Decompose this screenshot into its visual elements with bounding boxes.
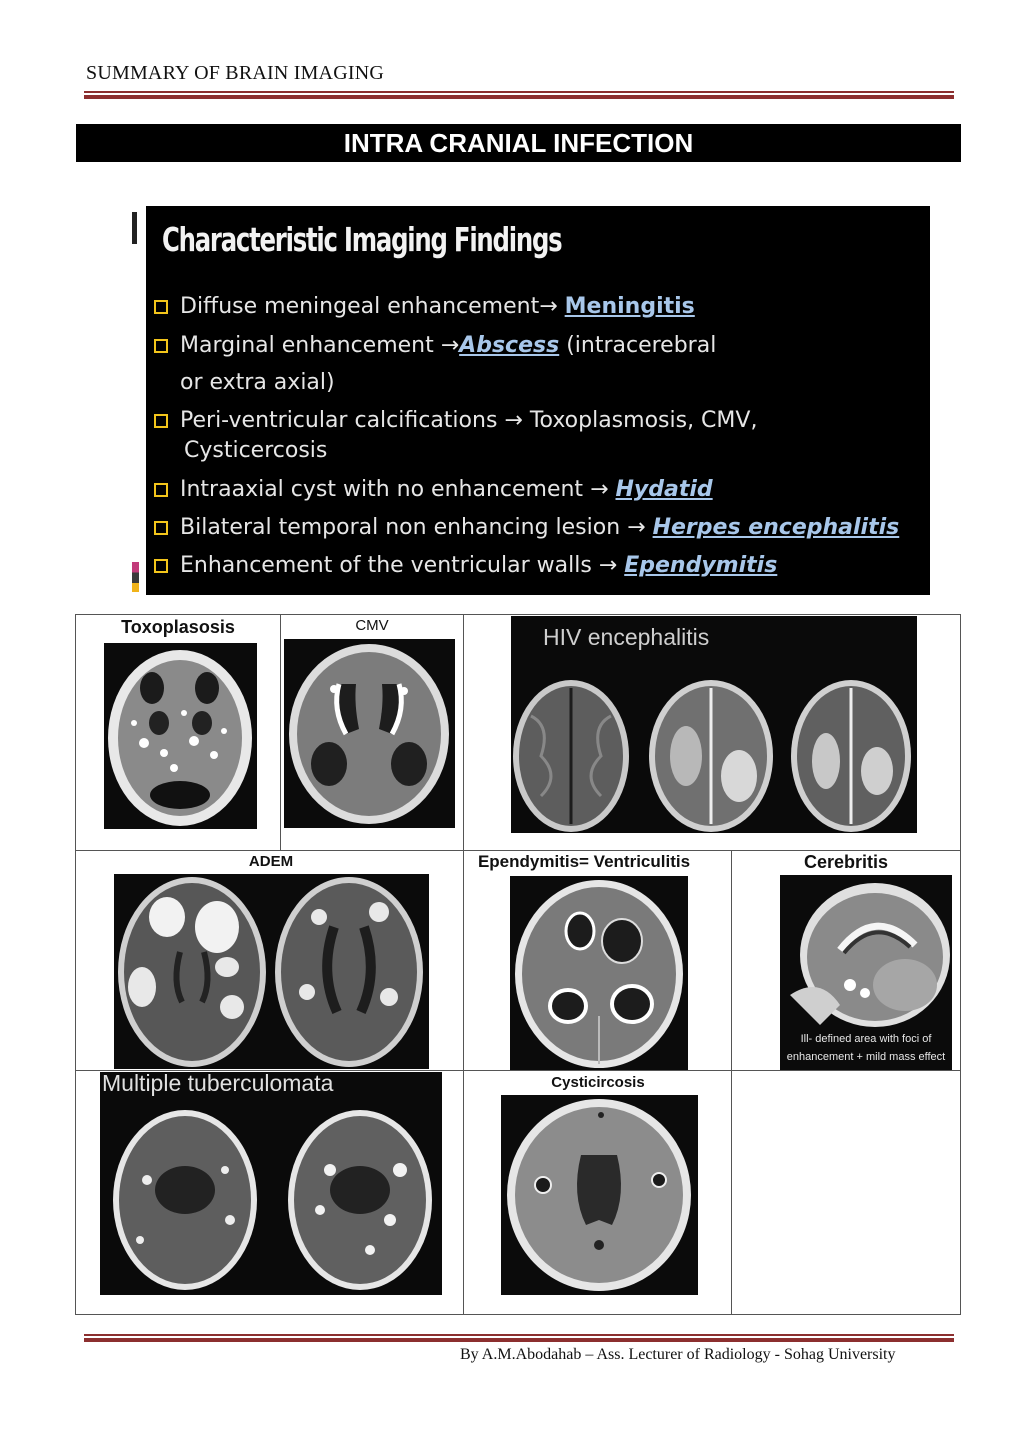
tb-caption: Multiple tuberculomata	[102, 1072, 334, 1096]
checkbox-bullet-icon	[154, 414, 168, 428]
slide-edge-decoration	[132, 212, 138, 244]
cerebritis-caption: Ill- defined area with foci of enhanceme…	[786, 1033, 946, 1063]
section-title: INTRA CRANIAL INFECTION	[76, 124, 961, 162]
document-header: SUMMARY OF BRAIN IMAGING	[86, 62, 384, 84]
keyword-herpes: Herpes encephalitis	[652, 515, 900, 540]
bullet-hydatid: Intraaxial cyst with no enhancement → Hy…	[154, 475, 713, 505]
tuberculomata-ct-image: Multiple tuberculomata	[100, 1072, 442, 1295]
footer-rule	[84, 1334, 954, 1342]
keyword-ependymitis: Ependymitis	[624, 553, 778, 578]
cmv-ct-image	[284, 639, 455, 828]
bullet-calcifications-continued: Cysticercosis	[184, 438, 328, 463]
adem-mri-image	[114, 874, 429, 1069]
bullet-abscess: Marginal enhancement →Abscess (intracere…	[154, 331, 716, 361]
label-toxoplasosis: Toxoplasosis	[121, 617, 235, 637]
keyword-hydatid: Hydatid	[615, 477, 713, 502]
checkbox-bullet-icon	[154, 483, 168, 497]
hiv-caption: HIV encephalitis	[543, 624, 710, 650]
slide-color-stripe	[132, 562, 139, 592]
checkbox-bullet-icon	[154, 339, 168, 353]
bullet-herpes: Bilateral temporal non enhancing lesion …	[154, 513, 899, 543]
cell-empty	[731, 1070, 961, 1315]
cysticercosis-ct-image	[501, 1095, 698, 1295]
slide-title: Characteristic Imaging Findings	[162, 220, 563, 259]
ependymitis-ct-image	[510, 876, 688, 1070]
keyword-abscess: Abscess	[459, 333, 560, 358]
label-cmv: CMV	[355, 617, 389, 634]
header-rule	[84, 91, 954, 99]
label-cerebritis: Cerebritis	[803, 852, 889, 872]
checkbox-bullet-icon	[154, 300, 168, 314]
bullet-abscess-continued: or extra axial)	[180, 370, 335, 395]
label-adem: ADEM	[248, 853, 294, 870]
bullet-calcifications: Peri-ventricular calcifications → Toxopl…	[154, 406, 757, 436]
checkbox-bullet-icon	[154, 521, 168, 535]
label-ependymitis: Ependymitis= Ventriculitis	[477, 852, 691, 871]
footer-credit: By A.M.Abodahab – Ass. Lecturer of Radio…	[460, 1346, 896, 1363]
bullet-meningitis: Diffuse meningeal enhancement→ Meningiti…	[154, 292, 695, 322]
findings-slide: Characteristic Imaging Findings Diffuse …	[146, 206, 930, 595]
cerebritis-mri-image: Ill- defined area with foci of enhanceme…	[780, 875, 952, 1070]
keyword-meningitis: Meningitis	[564, 294, 695, 319]
checkbox-bullet-icon	[154, 559, 168, 573]
toxoplasmosis-ct-image	[104, 643, 257, 829]
label-cysticircosis: Cysticircosis	[551, 1074, 645, 1091]
bullet-ependymitis: Enhancement of the ventricular walls → E…	[154, 551, 777, 581]
hiv-encephalitis-mri-image: HIV encephalitis	[511, 616, 917, 833]
